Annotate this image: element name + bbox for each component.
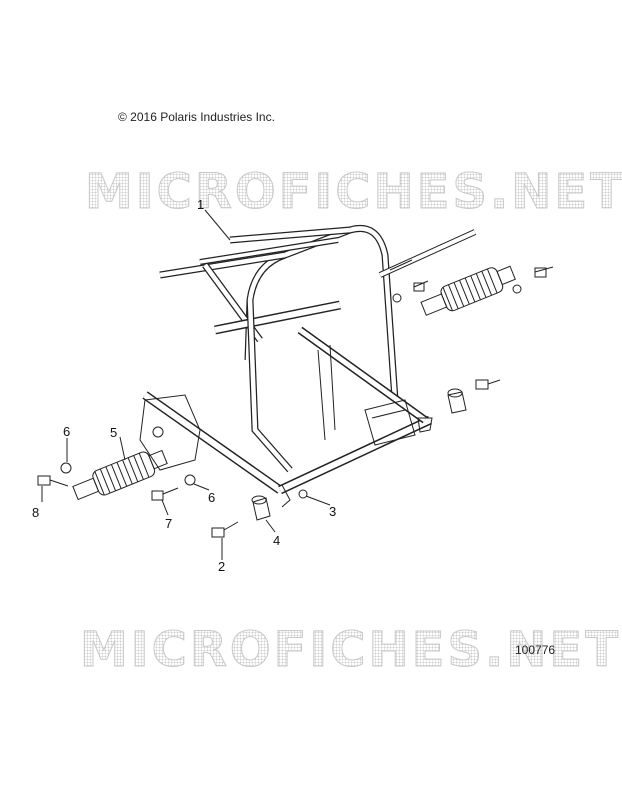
- callout-6-left: 6: [63, 424, 70, 439]
- bolt-front-upper: [413, 266, 554, 390]
- bolt-2: [211, 521, 239, 538]
- nut-front-right: [512, 284, 522, 294]
- frame-assembly: [127, 225, 433, 508]
- callout-7: 7: [165, 516, 172, 531]
- callout-2: 2: [218, 559, 225, 574]
- bolt-7: [151, 487, 179, 501]
- callout-5: 5: [110, 425, 117, 440]
- nut-3: [298, 489, 308, 499]
- callout-8: 8: [32, 505, 39, 520]
- diagram-number: 100776: [515, 643, 556, 657]
- watermark-top: MICROFICHES.NET: [85, 164, 622, 221]
- shock-absorber-right: [420, 265, 516, 316]
- leader-lines: [41, 209, 331, 560]
- bushing-4: [251, 495, 271, 521]
- nut-front: [392, 293, 402, 303]
- bushing-front: [447, 388, 467, 414]
- shock-absorber-left: [72, 449, 168, 501]
- callout-1: 1: [197, 197, 204, 212]
- copyright-notice: © 2016 Polaris Industries Inc.: [118, 110, 275, 124]
- nut-6-left: [60, 462, 72, 474]
- bolt-8: [37, 475, 69, 487]
- callout-3: 3: [329, 504, 336, 519]
- watermark-bottom: MICROFICHES.NET: [80, 622, 621, 679]
- nut-6-right: [184, 474, 196, 486]
- callout-6-right: 6: [208, 490, 215, 505]
- pivot-shaft: [378, 229, 477, 278]
- callout-4: 4: [273, 533, 280, 548]
